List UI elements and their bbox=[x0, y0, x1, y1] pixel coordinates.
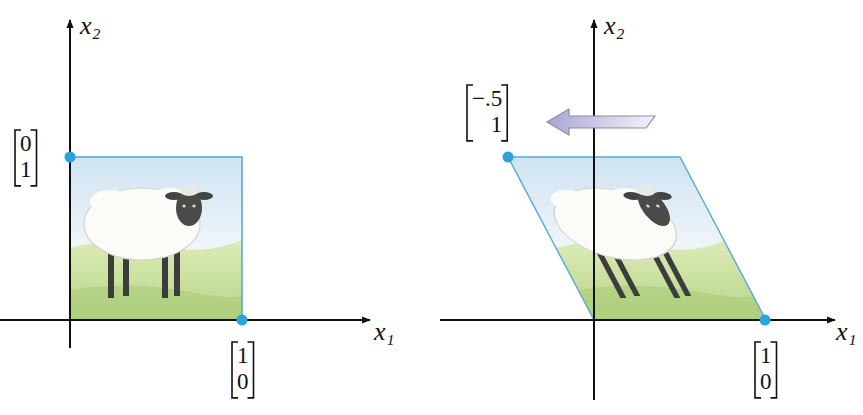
axis-label: x₂ bbox=[604, 12, 625, 41]
vector-entries: 1 0 bbox=[760, 343, 772, 396]
vector-entries: −.5 1 bbox=[472, 86, 502, 139]
axis-label: x₁ bbox=[374, 318, 395, 347]
vector-entries: 1 0 bbox=[237, 343, 249, 396]
axis-label: x₂ bbox=[80, 12, 101, 41]
vector-entries: 0 1 bbox=[20, 131, 32, 184]
axis-label: x₁ bbox=[836, 318, 857, 347]
